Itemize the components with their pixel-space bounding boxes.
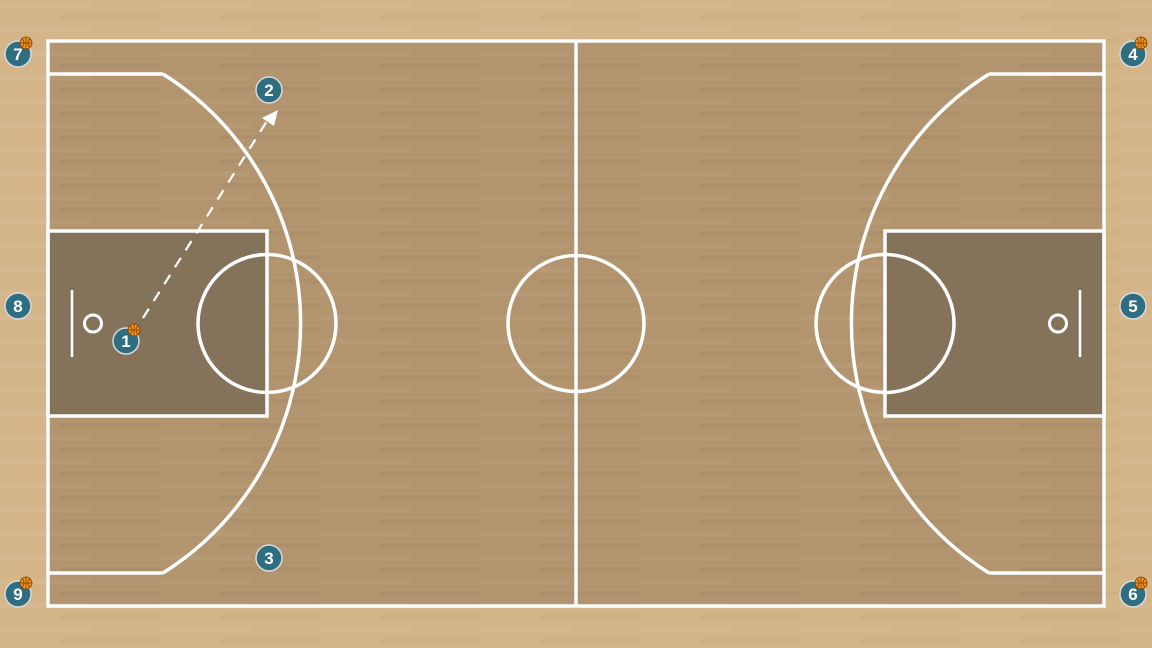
- basketball-icon: [1134, 576, 1148, 590]
- pass-arrowhead-icon: [262, 110, 278, 126]
- right-key-lines: [883, 229, 1106, 418]
- basketball-icon: [19, 576, 33, 590]
- pass-arrow-1-to-2: [142, 110, 278, 319]
- player-token: [1119, 292, 1147, 320]
- basketball-icon: [127, 323, 141, 337]
- court-lines: [46, 39, 1106, 608]
- player-number: 3: [264, 549, 273, 568]
- player-1[interactable]: 1: [112, 323, 141, 355]
- player-number: 8: [13, 297, 22, 316]
- player-6[interactable]: 6: [1119, 576, 1148, 608]
- left-free-throw-circle: [196, 252, 338, 395]
- player-number: 2: [264, 81, 273, 100]
- left-paint: [48, 231, 267, 416]
- player-number: 4: [1128, 45, 1138, 64]
- player-7[interactable]: 7: [4, 36, 33, 68]
- player-token: [4, 292, 32, 320]
- basketball-icon: [1134, 36, 1148, 50]
- player-number: 9: [13, 585, 22, 604]
- player-token: [255, 544, 283, 572]
- player-number: 7: [13, 45, 22, 64]
- player-4[interactable]: 4: [1119, 36, 1148, 68]
- center-circle: [506, 253, 646, 394]
- left-three-point-arc: [162, 72, 303, 575]
- right-hoop: [1048, 313, 1068, 334]
- left-hoop: [83, 313, 103, 334]
- players-layer: 1 2 3 4: [4, 36, 1148, 608]
- right-paint: [885, 231, 1104, 416]
- player-number: 6: [1128, 585, 1137, 604]
- right-free-throw-circle: [814, 252, 956, 395]
- basketball-icon: [19, 36, 33, 50]
- player-5[interactable]: 5: [1119, 292, 1147, 320]
- player-8[interactable]: 8: [4, 292, 32, 320]
- player-2[interactable]: 2: [255, 76, 283, 104]
- player-3[interactable]: 3: [255, 544, 283, 572]
- player-number: 1: [121, 332, 130, 351]
- right-three-point-arc: [849, 72, 990, 575]
- player-9[interactable]: 9: [4, 576, 33, 608]
- left-key-lines: [46, 229, 269, 418]
- player-token: [255, 76, 283, 104]
- player-number: 5: [1128, 297, 1137, 316]
